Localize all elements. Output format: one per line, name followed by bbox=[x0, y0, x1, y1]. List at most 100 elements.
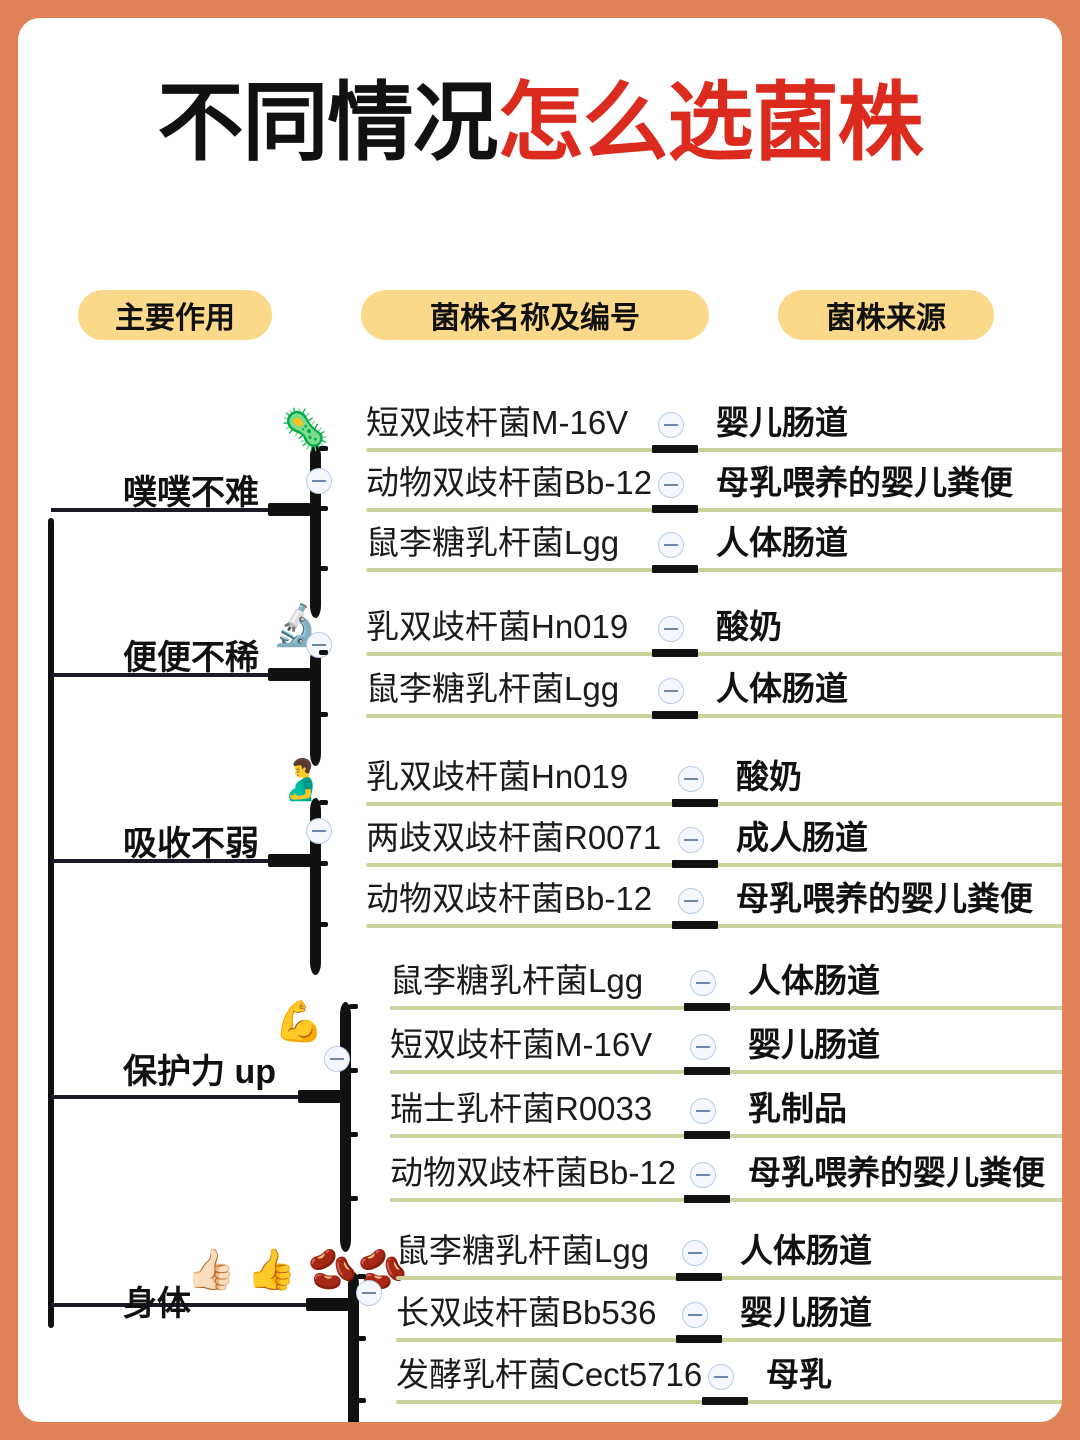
strain-row[interactable]: 长双歧杆菌Bb536 婴儿肠道 bbox=[396, 1286, 1062, 1343]
strain-name: 发酵乳杆菌Cect5716 bbox=[396, 1356, 703, 1393]
row-underline bbox=[366, 448, 1062, 452]
group-collapse-icon[interactable] bbox=[356, 1280, 382, 1306]
strain-name: 鼠李糖乳杆菌Lgg bbox=[366, 670, 620, 707]
row-underline bbox=[366, 652, 1062, 656]
strain-name: 乳双歧杆菌Hn019 bbox=[366, 758, 629, 795]
brace-tick bbox=[319, 861, 328, 866]
poster-card: 不同情况怎么选菌株 主要作用 菌株名称及编号 菌株来源 噗噗不难🦠短双歧杆菌M-… bbox=[18, 18, 1062, 1422]
strain-name: 短双歧杆菌M-16V bbox=[366, 404, 629, 441]
strain-row[interactable]: 短双歧杆菌M-16V 婴儿肠道 bbox=[366, 396, 1062, 453]
row-collapse-icon[interactable] bbox=[678, 766, 704, 792]
strain-source: 婴儿肠道 bbox=[748, 1026, 880, 1063]
row-underline bbox=[366, 568, 1062, 572]
brace-tick bbox=[357, 1274, 366, 1279]
strain-row[interactable]: 短双歧杆菌M-16V 婴儿肠道 bbox=[390, 1018, 1062, 1075]
group-brace bbox=[348, 1272, 359, 1422]
row-underline-marker bbox=[672, 799, 718, 807]
group-brace bbox=[310, 798, 321, 975]
row-underline-marker bbox=[672, 921, 718, 929]
brace-stem bbox=[268, 668, 314, 681]
row-underline bbox=[396, 1338, 1062, 1342]
row-collapse-icon[interactable] bbox=[682, 1302, 708, 1328]
strain-source: 人体肠道 bbox=[740, 1232, 872, 1269]
column-header-strain-source: 菌株来源 bbox=[778, 290, 994, 340]
tree-branch bbox=[51, 1095, 340, 1099]
strain-source: 婴儿肠道 bbox=[740, 1294, 872, 1331]
strain-name: 长双歧杆菌Bb536 bbox=[396, 1294, 657, 1331]
title-red-part: 怎么选菌株 bbox=[497, 75, 924, 171]
strain-row[interactable]: 鼠李糖乳杆菌Lgg 人体肠道 bbox=[366, 662, 1062, 719]
brace-stem bbox=[268, 854, 314, 867]
column-header-main-effect: 主要作用 bbox=[78, 290, 272, 340]
row-collapse-icon[interactable] bbox=[682, 1240, 708, 1266]
row-underline-marker bbox=[652, 565, 698, 573]
tree-branch bbox=[51, 1303, 348, 1307]
strain-row[interactable]: 动物双歧杆菌Bb-12 母乳喂养的婴儿粪便 bbox=[390, 1146, 1062, 1203]
strain-row[interactable]: 动物双歧杆菌Bb-12 母乳喂养的婴儿粪便 bbox=[366, 456, 1062, 513]
strain-source: 母乳喂养的婴儿粪便 bbox=[736, 880, 1033, 917]
row-underline-marker bbox=[676, 1273, 722, 1281]
row-underline-marker bbox=[652, 711, 698, 719]
title-black-part: 不同情况 bbox=[157, 75, 499, 171]
group-collapse-icon[interactable] bbox=[324, 1046, 350, 1072]
brace-tick bbox=[357, 1398, 366, 1403]
strain-source: 婴儿肠道 bbox=[716, 404, 848, 441]
strain-source: 人体肠道 bbox=[716, 670, 848, 707]
strain-source: 酸奶 bbox=[716, 608, 782, 645]
strain-source: 人体肠道 bbox=[748, 962, 880, 999]
brace-tick bbox=[319, 650, 328, 655]
page-title: 不同情况怎么选菌株 bbox=[18, 78, 1062, 168]
strain-name: 短双歧杆菌M-16V bbox=[390, 1026, 653, 1063]
brace-tick bbox=[357, 1336, 366, 1341]
brace-tick bbox=[319, 800, 328, 805]
group-collapse-icon[interactable] bbox=[306, 818, 332, 844]
brace-tick bbox=[319, 566, 328, 571]
group-collapse-icon[interactable] bbox=[306, 468, 332, 494]
row-underline-marker bbox=[684, 1003, 730, 1011]
strain-source: 人体肠道 bbox=[716, 524, 848, 561]
row-collapse-icon[interactable] bbox=[690, 1098, 716, 1124]
row-collapse-icon[interactable] bbox=[678, 827, 704, 853]
row-collapse-icon[interactable] bbox=[658, 616, 684, 642]
row-collapse-icon[interactable] bbox=[658, 472, 684, 498]
column-header-strain-name: 菌株名称及编号 bbox=[361, 290, 709, 340]
group-brace bbox=[340, 1002, 351, 1252]
group-brace bbox=[310, 648, 321, 766]
strain-name: 动物双歧杆菌Bb-12 bbox=[390, 1154, 677, 1191]
row-collapse-icon[interactable] bbox=[690, 1034, 716, 1060]
intestine-bacteria-icon: 🦠 bbox=[280, 408, 330, 452]
strain-name: 动物双歧杆菌Bb-12 bbox=[366, 464, 653, 501]
strain-source: 母乳喂养的婴儿粪便 bbox=[716, 464, 1013, 501]
row-collapse-icon[interactable] bbox=[658, 412, 684, 438]
group-label-4: 身体 bbox=[123, 1285, 191, 1323]
row-collapse-icon[interactable] bbox=[708, 1364, 734, 1390]
group-label-1: 便便不稀 bbox=[123, 639, 259, 677]
row-collapse-icon[interactable] bbox=[658, 678, 684, 704]
brace-stem bbox=[306, 1298, 352, 1311]
strain-source: 母乳喂养的婴儿粪便 bbox=[748, 1154, 1045, 1191]
tree-branch bbox=[51, 859, 310, 863]
row-collapse-icon[interactable] bbox=[658, 532, 684, 558]
brace-tick bbox=[349, 1004, 358, 1009]
row-collapse-icon[interactable] bbox=[678, 888, 704, 914]
row-underline bbox=[366, 508, 1062, 512]
tree-trunk bbox=[48, 518, 54, 1328]
row-underline-marker bbox=[652, 649, 698, 657]
row-collapse-icon[interactable] bbox=[690, 970, 716, 996]
tree-branch bbox=[51, 508, 310, 512]
brace-tick bbox=[319, 712, 328, 717]
brace-stem bbox=[268, 503, 314, 516]
row-underline-marker bbox=[652, 445, 698, 453]
brace-tick bbox=[319, 922, 328, 927]
row-collapse-icon[interactable] bbox=[690, 1162, 716, 1188]
row-underline-marker bbox=[652, 505, 698, 513]
